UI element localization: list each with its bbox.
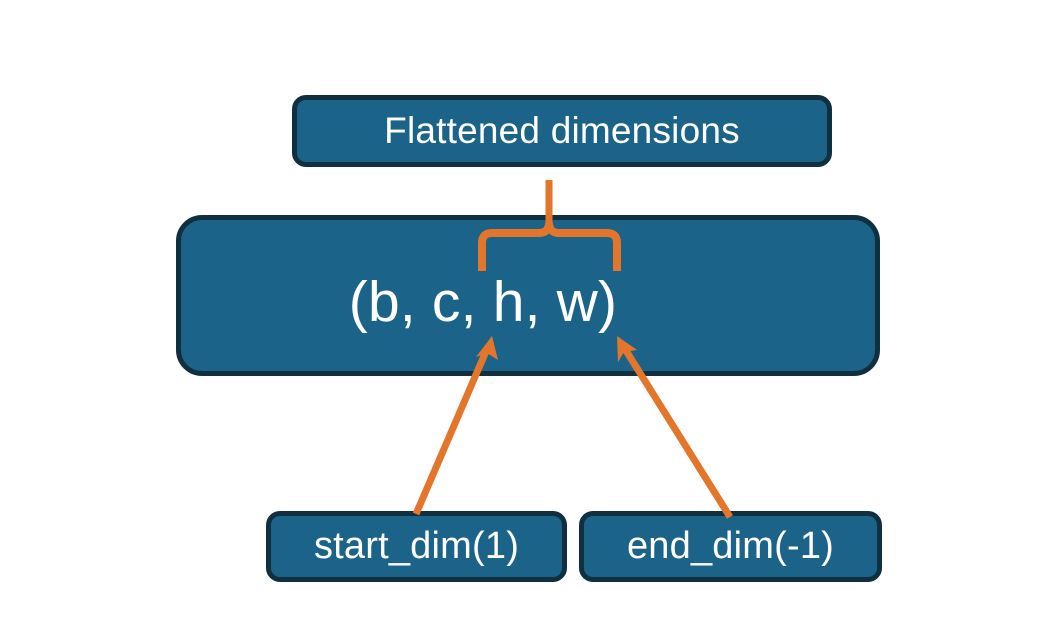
start-dim-box: start_dim(1)	[266, 511, 567, 582]
tensor-shape-box: (b, c, h, w)	[176, 215, 880, 376]
tensor-shape-label: (b, c, h, w)	[348, 269, 618, 334]
start-dim-label: start_dim(1)	[313, 525, 520, 567]
flattened-dimensions-box: Flattened dimensions	[292, 95, 832, 167]
flattened-dimensions-label: Flattened dimensions	[384, 110, 740, 151]
end-dim-label: end_dim(-1)	[626, 525, 835, 567]
end-dim-box: end_dim(-1)	[579, 511, 882, 582]
